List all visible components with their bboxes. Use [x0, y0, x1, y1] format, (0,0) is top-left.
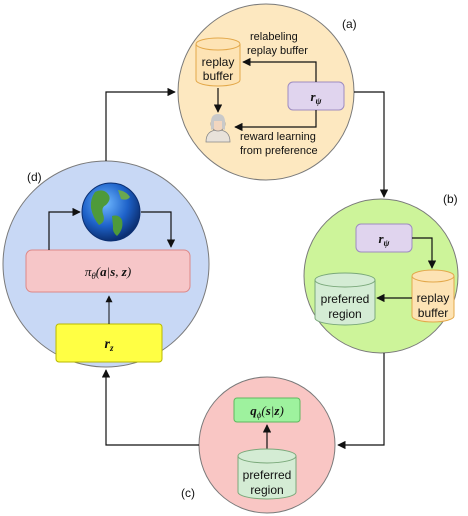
panel-label-c: (c) — [181, 486, 195, 500]
d-to-a-arrow — [105, 87, 176, 161]
replay-buffer-b-line2: buffer — [418, 306, 448, 320]
panel-label-a: (a) — [342, 17, 357, 31]
replay-buffer-b: replay buffer — [411, 269, 455, 323]
preferred-region-b-line1: preferred — [321, 292, 370, 306]
preferred-region-c: preferred region — [237, 448, 297, 500]
replay-buffer-a-line2: buffer — [203, 69, 233, 83]
q-model-box — [233, 397, 301, 423]
preferred-region-c-line1: preferred — [243, 468, 292, 482]
q-model-label: qϕ(s|z) — [250, 403, 284, 420]
globe-icon — [81, 182, 141, 242]
policy-to-globe-arrow — [48, 207, 81, 250]
preferred-region-b: preferred region — [314, 272, 376, 326]
reward-to-buffer-b-arrow — [412, 237, 437, 269]
relabel-label-line1: relabeling — [250, 31, 298, 43]
person-icon — [205, 114, 231, 143]
preferred-region-b-line2: region — [328, 307, 361, 321]
reward-z-label: rz — [105, 337, 114, 353]
replay-buffer-a: replay buffer — [195, 37, 241, 87]
reward-learning-arrow — [234, 110, 317, 132]
panel-label-b: (b) — [443, 192, 458, 206]
relabel-label-line2: replay buffer — [247, 45, 308, 57]
reward-learning-line2: from preference — [240, 145, 318, 157]
preferred-region-c-line2: region — [250, 483, 283, 497]
globe-to-policy-arrow — [141, 211, 176, 248]
relabel-arrow — [242, 57, 317, 82]
c-to-d-arrow — [101, 369, 199, 446]
b-to-c-arrow — [337, 353, 385, 450]
policy-label: πθ(a|s, z) — [85, 264, 131, 281]
reward-learning-line1: reward learning — [240, 131, 316, 143]
policy-box — [25, 249, 191, 293]
a-to-b-arrow — [354, 91, 389, 198]
replay-buffer-a-line1: replay — [202, 55, 235, 69]
replay-buffer-b-line1: replay — [417, 291, 450, 305]
panel-label-d: (d) — [27, 170, 42, 184]
